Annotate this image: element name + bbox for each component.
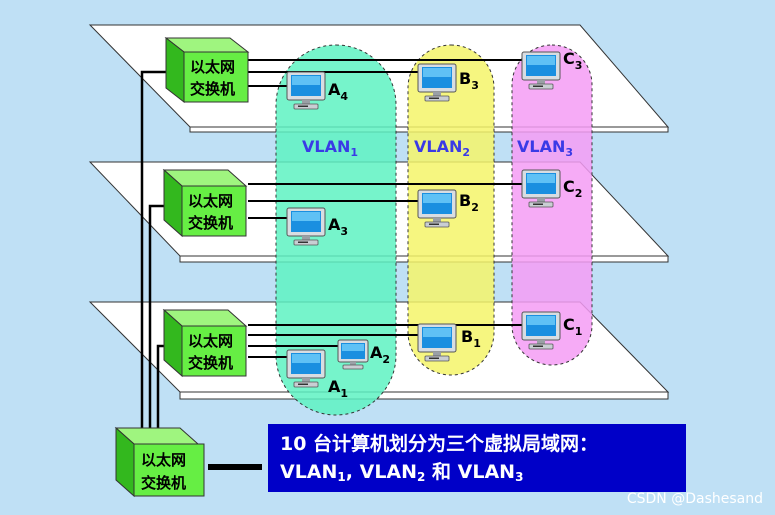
switch-top: 以太网 交换机	[164, 36, 250, 104]
computer-b3: B3	[417, 63, 479, 102]
switch-bottom: 以太网 交换机	[162, 308, 248, 378]
svg-text:B2: B2	[459, 191, 479, 214]
svg-text:C3: C3	[563, 49, 582, 72]
caption-line1: 10 台计算机划分为三个虚拟局域网：	[280, 433, 599, 455]
svg-text:交换机: 交换机	[188, 214, 233, 232]
svg-text:交换机: 交换机	[188, 354, 233, 372]
svg-text:A2: A2	[370, 343, 390, 366]
switch-core: 以太网 交换机	[114, 426, 205, 498]
svg-text:交换机: 交换机	[141, 474, 186, 492]
cables-bottom-floor	[248, 324, 540, 358]
vlan2-label: VLAN2	[414, 137, 470, 159]
computer-c2: C2	[521, 169, 582, 208]
computer-a2: A2	[337, 339, 390, 370]
vlan1-region	[275, 44, 397, 416]
svg-text:A3: A3	[328, 215, 348, 238]
svg-text:A1: A1	[328, 377, 348, 400]
vlan3-label: VLAN3	[517, 137, 573, 159]
svg-text:C1: C1	[563, 315, 582, 338]
computer-c1: C1	[521, 311, 582, 350]
vlan1-label: VLAN1	[302, 137, 358, 159]
svg-text:以太网: 以太网	[190, 58, 235, 76]
caption-line2: VLAN1, VLAN2 和 VLAN3	[280, 461, 524, 484]
switch-middle: 以太网 交换机	[162, 168, 248, 238]
svg-text:A4: A4	[328, 80, 348, 103]
svg-text:B3: B3	[459, 69, 479, 92]
computer-b2: B2	[417, 189, 479, 228]
computer-b1: B1	[417, 323, 481, 362]
computer-a3: A3	[286, 207, 348, 246]
computer-a4: A4	[286, 71, 348, 110]
svg-text:B1: B1	[461, 327, 481, 350]
svg-text:以太网: 以太网	[188, 332, 233, 350]
svg-text:C2: C2	[563, 177, 582, 200]
svg-text:以太网: 以太网	[188, 192, 233, 210]
computer-a1: A1	[286, 349, 348, 400]
floor-bottom-edge	[179, 391, 669, 400]
caption-box: 10 台计算机划分为三个虚拟局域网： VLAN1, VLAN2 和 VLAN3	[268, 424, 686, 492]
watermark: CSDN @Dashesand	[626, 491, 763, 507]
svg-text:交换机: 交换机	[190, 80, 235, 98]
computer-c3: C3	[521, 49, 582, 90]
backbone-cables	[140, 70, 166, 430]
svg-text:以太网: 以太网	[141, 451, 186, 469]
